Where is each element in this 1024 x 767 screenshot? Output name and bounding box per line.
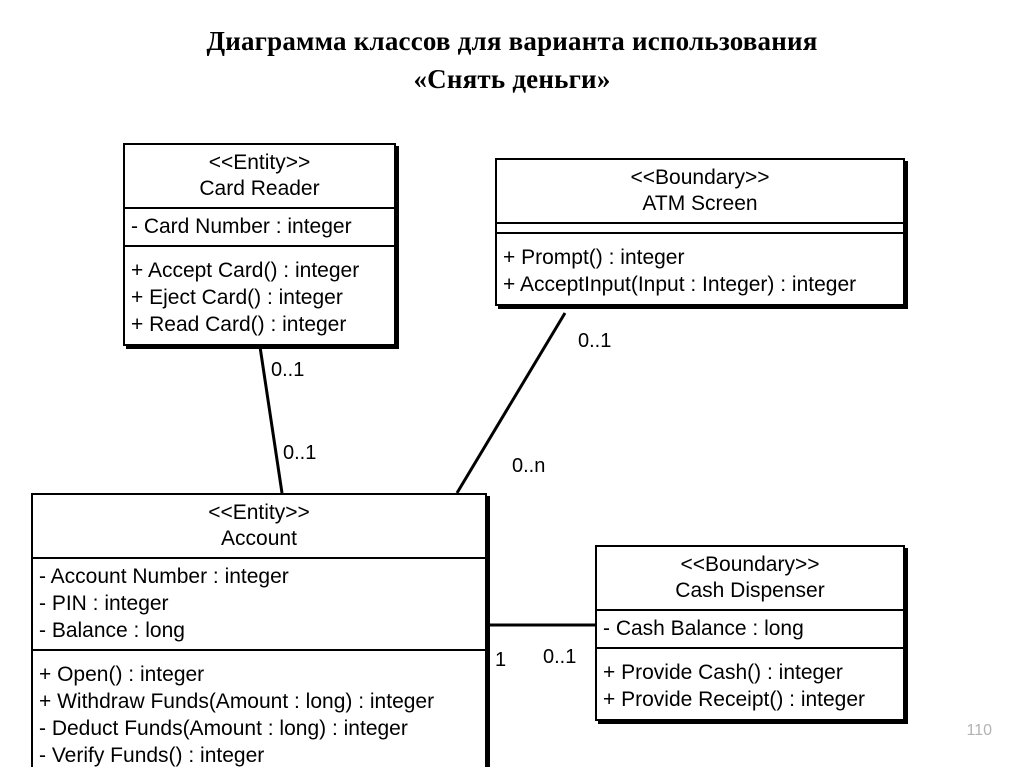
- class-operation: + AcceptInput(Input : Integer) : integer: [503, 273, 857, 296]
- page-title-line-2: «Снять деньги»: [413, 64, 611, 94]
- uml-class-card-reader[interactable]: <<Entity>> Card Reader - Card Number : i…: [123, 143, 396, 346]
- association-line-card-reader-account: [257, 339, 284, 494]
- class-operation: + Read Card() : integer: [131, 313, 347, 336]
- class-name: Card Reader: [199, 177, 320, 200]
- class-attribute: - Cash Balance : long: [603, 617, 804, 640]
- class-attribute: - Account Number : integer: [39, 565, 289, 588]
- class-attributes-atm-screen-empty: [497, 222, 903, 232]
- association-line-atm-screen-account: [455, 312, 567, 494]
- class-operations-cash-dispenser: + Provide Cash() : integer + Provide Rec…: [597, 647, 903, 719]
- class-name: Account: [221, 527, 297, 550]
- class-header-account: <<Entity>> Account: [33, 495, 485, 557]
- class-attributes-card-reader: - Card Number : integer: [125, 207, 394, 245]
- class-name: Cash Dispenser: [675, 579, 825, 602]
- page-title: Диаграмма классов для варианта использов…: [0, 22, 1024, 98]
- uml-class-account[interactable]: <<Entity>> Account - Account Number : in…: [31, 493, 487, 767]
- class-stereotype: <<Boundary>>: [680, 553, 820, 576]
- class-operations-card-reader: + Accept Card() : integer + Eject Card()…: [125, 245, 394, 344]
- class-attribute: - Card Number : integer: [131, 215, 352, 238]
- uml-class-cash-dispenser[interactable]: <<Boundary>> Cash Dispenser - Cash Balan…: [595, 545, 905, 721]
- multiplicity-atm-screen-end: 0..1: [578, 330, 612, 352]
- class-operation: + Accept Card() : integer: [131, 259, 360, 282]
- class-operation: + Provide Cash() : integer: [603, 661, 843, 684]
- class-attributes-cash-dispenser: - Cash Balance : long: [597, 609, 903, 647]
- class-header-cash-dispenser: <<Boundary>> Cash Dispenser: [597, 547, 903, 609]
- multiplicity-account-end-cash-dispenser: 1: [495, 649, 507, 671]
- multiplicity-card-reader-end: 0..1: [271, 359, 305, 381]
- uml-class-atm-screen[interactable]: <<Boundary>> ATM Screen + Prompt() : int…: [495, 158, 905, 306]
- class-header-atm-screen: <<Boundary>> ATM Screen: [497, 160, 903, 222]
- class-name: ATM Screen: [642, 192, 758, 215]
- class-attribute: - PIN : integer: [39, 592, 169, 615]
- class-operations-account: + Open() : integer + Withdraw Funds(Amou…: [33, 649, 485, 767]
- class-attribute: - Balance : long: [39, 619, 185, 642]
- class-stereotype: <<Boundary>>: [630, 166, 770, 189]
- class-operation: + Open() : integer: [39, 663, 205, 686]
- class-operation: + Provide Receipt() : integer: [603, 688, 866, 711]
- multiplicity-cash-dispenser-end: 0..1: [543, 646, 577, 668]
- class-stereotype: <<Entity>>: [208, 151, 311, 174]
- page-title-line-1: Диаграмма классов для варианта использов…: [206, 26, 818, 56]
- page-number: 110: [966, 722, 992, 739]
- class-header-card-reader: <<Entity>> Card Reader: [125, 145, 394, 207]
- class-operation: + Withdraw Funds(Amount : long) : intege…: [39, 690, 435, 713]
- class-operation: + Prompt() : integer: [503, 246, 685, 269]
- class-stereotype: <<Entity>>: [208, 501, 310, 524]
- class-operation: + Eject Card() : integer: [131, 286, 343, 309]
- class-attributes-account: - Account Number : integer - PIN : integ…: [33, 557, 485, 649]
- multiplicity-account-end-card-reader: 0..1: [283, 442, 317, 464]
- class-operation: - Verify Funds() : integer: [39, 744, 265, 767]
- class-operations-atm-screen: + Prompt() : integer + AcceptInput(Input…: [497, 232, 903, 304]
- class-operation: - Deduct Funds(Amount : long) : integer: [39, 717, 408, 740]
- multiplicity-account-end-atm-screen: 0..n: [512, 455, 546, 477]
